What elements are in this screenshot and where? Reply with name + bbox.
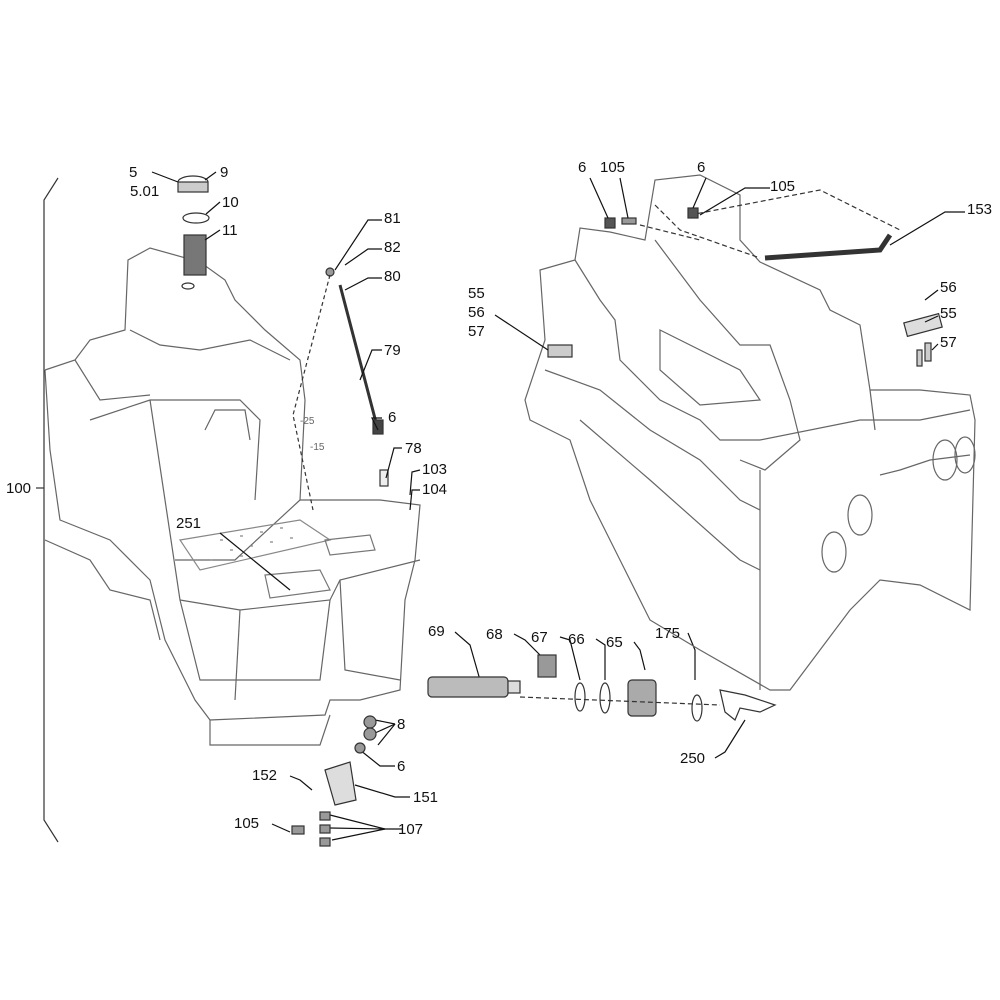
callout-104: 104 [422, 481, 448, 498]
callout-56: 56 [468, 304, 485, 321]
callout-80: 80 [384, 268, 401, 285]
callout-151: 151 [413, 789, 439, 806]
right-leader-lines [494, 177, 965, 351]
callout-55: 55 [468, 285, 485, 302]
callout-153: 153 [967, 201, 993, 218]
tank-marking-25: -25 [300, 416, 315, 427]
callout-105: 105 [234, 815, 260, 832]
callout-10: 10 [222, 194, 239, 211]
callout-9: 9 [220, 164, 229, 181]
callout-65: 65 [606, 634, 623, 651]
callout-107: 107 [398, 821, 424, 838]
callout-57-right: 57 [940, 334, 957, 351]
fuel-hose [764, 233, 893, 261]
callout-5: 5 [129, 164, 138, 181]
callout-6-right: 6 [578, 159, 587, 176]
callout-11: 11 [222, 222, 238, 239]
callout-105-right: 105 [600, 159, 626, 176]
callout-69: 69 [428, 623, 445, 640]
callout-6: 6 [388, 409, 397, 426]
left-fuel-tank [44, 247, 421, 746]
level-sender [292, 267, 389, 511]
callout-8: 8 [397, 716, 406, 733]
callout-82: 82 [384, 239, 401, 256]
right-fuel-tank [524, 174, 976, 691]
callout-5-01: 5.01 [130, 183, 160, 200]
callout-250: 250 [680, 750, 706, 767]
callout-100: 100 [6, 480, 32, 497]
filler-cap [177, 175, 210, 290]
drain-assembly [291, 654, 777, 847]
callout-105-right-2: 105 [770, 178, 796, 195]
callout-6-lower: 6 [397, 758, 406, 775]
assembly-bracket [43, 177, 59, 843]
callout-81: 81 [384, 210, 401, 227]
callout-67: 67 [531, 629, 548, 646]
callout-group-55-56-57: 55 56 57 [468, 284, 485, 341]
leader-lines [151, 171, 746, 841]
callout-56-right: 56 [940, 279, 957, 296]
callout-175: 175 [655, 625, 681, 642]
callout-103: 103 [422, 461, 448, 478]
right-fittings [547, 189, 943, 367]
callout-6-right-2: 6 [697, 159, 706, 176]
callout-66: 66 [568, 631, 585, 648]
callout-55-right: 55 [940, 305, 957, 322]
callout-79: 79 [384, 342, 401, 359]
tank-marking-15: -15 [310, 442, 325, 453]
callout-152: 152 [252, 767, 278, 784]
callout-57: 57 [468, 323, 485, 340]
callout-78: 78 [405, 440, 422, 457]
callout-251: 251 [176, 515, 202, 532]
callout-68: 68 [486, 626, 503, 643]
